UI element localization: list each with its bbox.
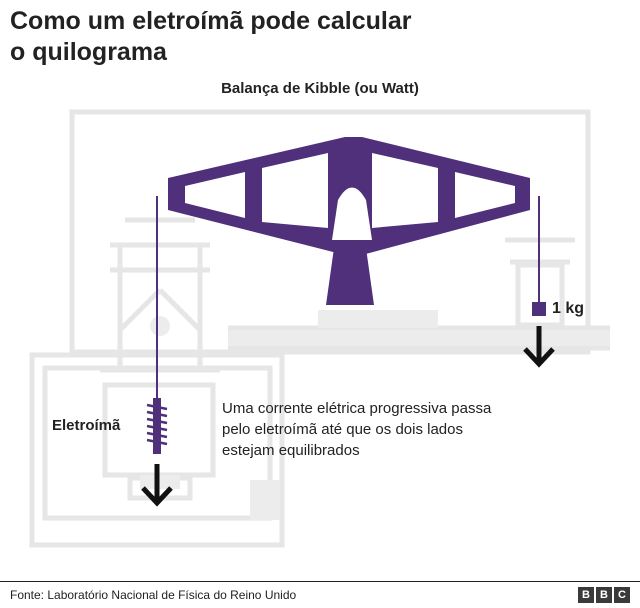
bbc-logo-letter: B xyxy=(578,587,594,603)
down-arrow-left xyxy=(141,464,173,507)
down-arrow-right xyxy=(523,326,555,368)
kilogram-mass xyxy=(532,302,546,316)
electromagnet-label: Eletroímã xyxy=(52,417,121,434)
footer-divider xyxy=(0,581,640,582)
bbc-logo-letter: B xyxy=(596,587,612,603)
balance-beam xyxy=(168,137,530,305)
mass-label: 1 kg xyxy=(552,300,585,317)
bbc-logo-letter: C xyxy=(614,587,630,603)
caption-line-1: Uma corrente elétrica progressiva passa xyxy=(222,400,492,417)
apparatus-blocks xyxy=(140,310,610,520)
title-line-1: Como um eletroímã pode calcular xyxy=(10,7,412,35)
page-title: Como um eletroímã pode calcular o quilog… xyxy=(10,6,610,68)
caption-line-2: pelo eletroímã até que os dois lados xyxy=(222,421,463,438)
caption-line-3: estejam equilibrados xyxy=(222,442,360,459)
bbc-logo: B B C xyxy=(578,587,630,603)
diagram-subtitle: Balança de Kibble (ou Watt) xyxy=(221,80,419,97)
title-line-2: o quilograma xyxy=(10,38,167,66)
caption-text: Uma corrente elétrica progressiva passa … xyxy=(222,398,562,461)
electromagnet-coil xyxy=(146,398,168,454)
suspension-wires xyxy=(156,196,540,400)
kibble-balance-diagram xyxy=(29,109,610,548)
source-credit: Fonte: Laboratório Nacional de Física do… xyxy=(10,588,297,602)
